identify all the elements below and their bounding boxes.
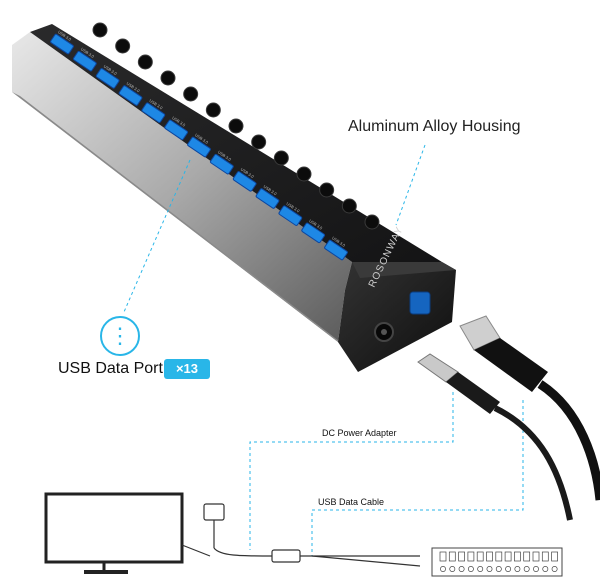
mini-port bbox=[448, 551, 456, 562]
port-power-button bbox=[205, 102, 221, 118]
mini-port bbox=[532, 551, 540, 562]
usb-cable-callout-line bbox=[311, 400, 524, 556]
hub-end-cap bbox=[338, 262, 456, 372]
mini-port bbox=[541, 551, 549, 562]
port-power-button bbox=[296, 166, 312, 182]
dc-adapter-label: DC Power Adapter bbox=[322, 428, 397, 438]
mini-port bbox=[458, 551, 465, 562]
housing-callout-label: Aluminum Alloy Housing bbox=[348, 118, 521, 135]
mini-button bbox=[523, 566, 530, 572]
monitor-diagram bbox=[44, 492, 184, 574]
port-power-button bbox=[115, 38, 131, 54]
mini-button bbox=[542, 566, 549, 572]
mini-button bbox=[505, 566, 512, 572]
dc-power-plug bbox=[417, 353, 573, 521]
mini-button bbox=[440, 566, 446, 572]
usb-port: USB 3.0 bbox=[187, 132, 211, 158]
housing-callout-line bbox=[395, 144, 426, 226]
mini-button bbox=[467, 566, 474, 572]
mini-port bbox=[523, 551, 531, 562]
power-button-row bbox=[92, 22, 380, 230]
port-power-button bbox=[319, 182, 335, 198]
mini-port bbox=[504, 551, 512, 562]
mini-port bbox=[476, 551, 484, 562]
mini-button bbox=[495, 566, 502, 572]
adapter-diagram bbox=[181, 503, 421, 567]
mini-button bbox=[486, 566, 493, 572]
mini-button bbox=[449, 566, 456, 572]
usb-b-port bbox=[409, 291, 431, 315]
port-power-button bbox=[92, 22, 108, 38]
mini-port bbox=[551, 551, 558, 562]
mini-button bbox=[477, 566, 484, 572]
usb-port: USB 3.0 bbox=[50, 29, 74, 55]
mini-button bbox=[533, 566, 539, 572]
port-count-badge: ×13 bbox=[164, 359, 210, 379]
mini-port bbox=[467, 551, 475, 562]
mini-port bbox=[439, 551, 447, 562]
mini-port bbox=[486, 551, 493, 562]
port-callout-line bbox=[123, 159, 191, 313]
mini-port bbox=[514, 551, 521, 562]
usb-cable-label: USB Data Cable bbox=[318, 497, 385, 507]
hub-top-face bbox=[30, 24, 442, 262]
port-power-button bbox=[364, 214, 380, 230]
callout-lines bbox=[123, 144, 524, 556]
hub-side-bevel bbox=[12, 32, 352, 342]
port-power-button bbox=[273, 150, 289, 166]
hub-front-edge bbox=[12, 92, 348, 348]
usb-b-cable-plug bbox=[459, 315, 600, 501]
port-power-button bbox=[251, 134, 267, 150]
mini-button bbox=[458, 566, 465, 572]
port-power-button bbox=[160, 70, 176, 86]
port-power-button bbox=[183, 86, 199, 102]
usb-port-callout-label: USB Data Port bbox=[58, 360, 163, 377]
mini-port bbox=[495, 551, 503, 562]
port-power-button bbox=[137, 54, 153, 70]
port-power-button bbox=[228, 118, 244, 134]
mini-button bbox=[514, 566, 521, 572]
mini-hub-diagram bbox=[431, 547, 563, 577]
usb-symbol-icon: ⋮ bbox=[100, 316, 140, 356]
mini-button bbox=[551, 566, 558, 572]
port-power-button bbox=[341, 198, 357, 214]
dc-callout-line bbox=[249, 392, 454, 550]
monitor-screen bbox=[44, 492, 184, 564]
